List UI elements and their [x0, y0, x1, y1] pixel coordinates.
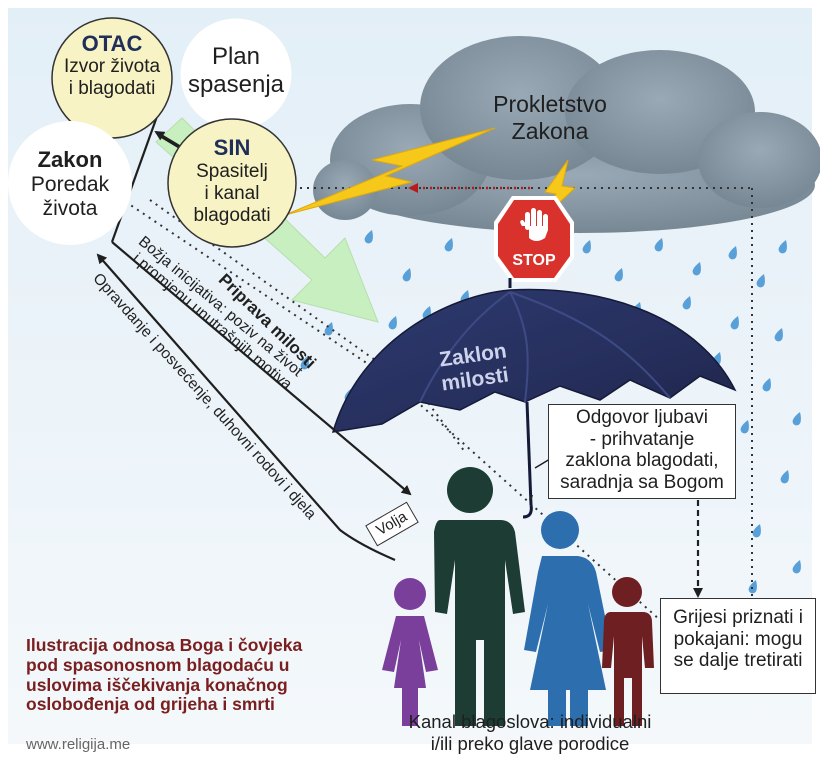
rain-drop — [582, 240, 591, 254]
sin-node — [167, 118, 297, 248]
sin-line3: blagodati — [193, 205, 271, 226]
caption-line: pod spasonosnom blagodaću u — [26, 654, 290, 675]
opravdanje-arrow — [96, 253, 396, 562]
footer-url: www.religija.me — [26, 736, 131, 753]
cloud-line2: Zakona — [511, 118, 589, 144]
rain-drop — [762, 378, 771, 392]
rain-drop — [756, 274, 765, 288]
rain-drop — [778, 240, 787, 254]
plan-line2: spasenja — [187, 71, 285, 98]
otac-line1: Izvor života — [63, 56, 161, 77]
zakon-node — [8, 121, 132, 245]
umbrella-shaft — [525, 401, 533, 506]
cloud-line1: Prokletstvo — [493, 91, 607, 117]
rain-drop — [792, 412, 801, 426]
otac-title: OTAC — [81, 31, 143, 56]
umbrella-handle — [522, 504, 533, 519]
kanal-line2: i/ili preko glave porodice — [430, 733, 630, 754]
rain-drop — [728, 246, 737, 260]
rain-drop — [614, 268, 623, 282]
odgovor-line: Odgovor ljubavi — [575, 407, 709, 428]
grijesi-line: se dalje tretirati — [673, 650, 803, 672]
caption-line: Ilustracija odnosa Boga i čovjeka — [26, 635, 303, 655]
umbrella — [331, 278, 737, 519]
rain-drop — [402, 268, 411, 282]
odgovor-box: Odgovor ljubavi - prihvatanje zaklona bl… — [548, 404, 736, 499]
rain-drop — [364, 230, 373, 244]
odgovor-line: - prihvatanje — [589, 428, 695, 450]
kanal-line1: Kanal blagoslova: individualni — [408, 711, 652, 732]
sin-title: SIN — [213, 135, 251, 160]
grijesi-line: pokajani: mogu — [673, 628, 803, 650]
rain-drop — [444, 238, 453, 252]
rain-drop — [740, 420, 749, 434]
stop-label: STOP — [512, 252, 556, 269]
rain-drop — [388, 316, 397, 330]
cloud-shape — [313, 36, 820, 233]
rain-drop — [780, 470, 789, 484]
otac-line2: i blagodati — [68, 78, 156, 99]
odgovor-line: zaklona blagodati, — [565, 450, 719, 472]
grijesi-line: Grijesi priznati i — [673, 607, 803, 628]
rain-drop — [730, 316, 739, 330]
sin-line1: Spasitelj — [196, 161, 268, 182]
rain-drop — [692, 262, 701, 276]
stop-sign — [494, 196, 574, 282]
rain-drop — [654, 238, 663, 252]
bozja-arrow — [111, 241, 412, 496]
figure-mother — [524, 511, 612, 726]
figure-girl — [382, 578, 438, 726]
figure-father — [434, 467, 525, 726]
plan-line1: Plan — [211, 43, 261, 70]
zakon-line1: Poredak — [30, 173, 110, 196]
caption-line: uslovima iščekivanja konačnog — [26, 674, 288, 695]
grijesi-box: Grijesi priznati i pokajani: mogu se dal… — [660, 598, 816, 694]
sin-line2: i kanal — [204, 183, 260, 204]
zakon-title: Zakon — [37, 147, 103, 172]
odgovor-line: saradnja sa Bogom — [560, 471, 724, 493]
zakon-line2: života — [42, 197, 98, 220]
rain-drop — [324, 322, 333, 336]
caption-line: oslobođenja od grijeha i smrti — [26, 694, 275, 715]
rain-drop — [300, 356, 309, 370]
rain-drop — [774, 328, 783, 342]
rain-drop — [792, 560, 801, 574]
rain-drop — [682, 296, 691, 310]
caption: Ilustracija odnosa Boga i čovjeka pod sp… — [26, 635, 326, 715]
rain-drop — [752, 524, 761, 538]
hand-icon — [520, 208, 548, 241]
rain-drop — [748, 580, 757, 594]
figure-boy — [602, 577, 654, 726]
